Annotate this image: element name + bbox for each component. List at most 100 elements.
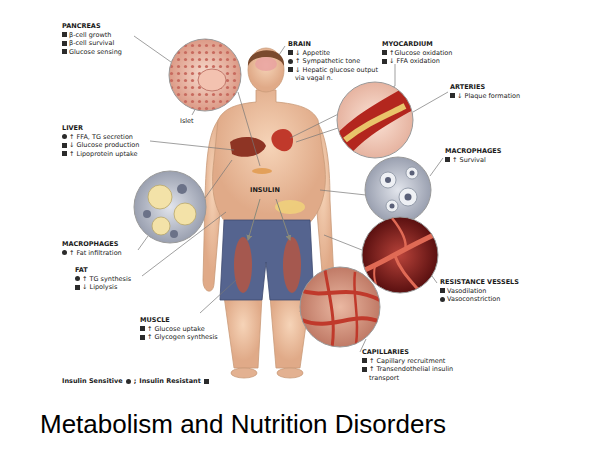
resistance-vessel-inset	[362, 217, 438, 293]
macrophage-inset	[365, 157, 431, 223]
artery-inset	[345, 106, 405, 140]
effect-label: Islet	[180, 117, 194, 126]
macrophage-inset	[365, 157, 431, 223]
right-thigh-muscle	[283, 237, 301, 293]
organ-heading: PANCREAS	[62, 22, 101, 31]
label-row: ↓ Plaque formation	[450, 92, 520, 101]
label-row: ↓ Appetite	[288, 49, 380, 58]
legend-text: Insulin Resistant	[139, 377, 201, 386]
fat-macrophage-inset	[143, 184, 196, 238]
resistant-marker	[288, 67, 293, 72]
resistant-marker	[362, 358, 367, 363]
effect-label: ↑ FFA, TG secretion	[69, 133, 133, 142]
torso	[213, 90, 326, 228]
capillary-inset	[300, 267, 380, 347]
fat-macrophage-inset	[174, 203, 196, 225]
effect-label: ↓ Appetite	[295, 49, 330, 58]
left-leg	[224, 296, 262, 368]
label-row: ↓ Lipolysis	[75, 283, 131, 292]
fat-macrophage-inset	[177, 184, 187, 194]
fat-macrophage-inset	[134, 171, 206, 243]
caption: Metabolism and Nutrition Disorders	[40, 409, 446, 439]
organ-heading: MACROPHAGES	[445, 147, 502, 156]
macrophage-inset	[410, 171, 415, 176]
label-row: ARTERIES	[450, 83, 520, 92]
leader-line	[200, 280, 236, 313]
sensitive-marker	[126, 379, 131, 384]
label-group: RESISTANCE VESSELSVasodilationVasoconstr…	[440, 278, 519, 304]
pancreas-organ	[252, 168, 272, 174]
artery-inset	[337, 82, 413, 158]
label-row: ↑ TG synthesis	[75, 275, 131, 284]
effect-label: ↑ Glycogen synthesis	[147, 333, 218, 342]
sensitive-marker	[62, 250, 67, 255]
effect-label: ↑ Lipoprotein uptake	[69, 150, 138, 159]
organ-heading: RESISTANCE VESSELS	[440, 278, 519, 287]
organ-heading: FAT	[75, 266, 88, 275]
pancreas-inset	[169, 39, 241, 111]
brain	[255, 57, 277, 71]
effect-label: ↑ TG synthesis	[82, 275, 131, 284]
organ-heading: BRAIN	[288, 40, 311, 49]
macrophage-inset	[406, 167, 418, 179]
effect-label: ↑ Sympathetic tone	[295, 57, 360, 66]
capillary-inset	[354, 272, 357, 345]
label-row: Glucose sensing	[62, 48, 122, 57]
label-row: FAT	[75, 266, 131, 275]
label-row: LIVER	[62, 124, 139, 133]
belly-fat	[275, 200, 305, 214]
label-group: MYOCARDIUM↑Glucose oxidation↓ FFA oxidat…	[382, 40, 452, 66]
sensitive-marker	[75, 276, 80, 281]
leader-line	[134, 36, 171, 62]
label-group: ARTERIES↓ Plaque formation	[450, 83, 520, 100]
effect-label: ↑ Capillary recruitment	[369, 357, 445, 366]
left-thigh-muscle	[234, 237, 252, 293]
label-row: β-cell survival	[62, 39, 122, 48]
resistance-vessel-inset	[362, 217, 438, 293]
resistance-vessel-inset	[392, 218, 406, 250]
label-row: MACROPHAGES	[445, 147, 502, 156]
resistant-marker	[382, 59, 387, 64]
resistant-marker	[140, 335, 145, 340]
fat-macrophage-inset	[148, 185, 172, 209]
macrophage-inset	[390, 204, 395, 209]
label-row: β-cell growth	[62, 31, 122, 40]
label-group: CAPILLARIES↑ Capillary recruitment↑ Tran…	[362, 348, 462, 382]
resistant-marker	[362, 367, 367, 372]
organ-heading: CAPILLARIES	[362, 348, 409, 357]
macrophage-inset	[386, 200, 398, 212]
label-group: BRAIN↓ Appetite↑ Sympathetic tone↓ Hepat…	[288, 40, 380, 83]
label-row: INSULIN	[250, 186, 280, 195]
capillary-inset	[300, 267, 380, 347]
label-row: ↑ Glucose uptake	[140, 325, 218, 334]
resistant-marker	[62, 41, 67, 46]
effect-label: ↑Glucose oxidation	[389, 49, 452, 58]
effect-label: β-cell survival	[69, 39, 114, 48]
organ-heading: MYOCARDIUM	[382, 40, 433, 49]
resistant-marker	[204, 379, 209, 384]
label-row: ↑ Survival	[445, 156, 502, 165]
label-row: ↓ FFA oxidation	[382, 57, 452, 66]
organ-heading: MACROPHAGES	[62, 240, 119, 249]
effect-label: Vasodilation	[447, 287, 486, 296]
organ-heading: INSULIN	[250, 186, 280, 195]
label-group: MUSCLE↑ Glucose uptake↑ Glycogen synthes…	[140, 316, 218, 342]
capillary-inset	[302, 318, 380, 323]
label-group: INSULIN	[250, 186, 280, 195]
macrophage-inset	[385, 177, 391, 183]
capillary-inset	[325, 270, 333, 348]
heart	[271, 129, 293, 151]
resistant-marker	[450, 93, 455, 98]
pancreas-inset	[169, 39, 241, 111]
leader-line	[296, 128, 338, 142]
leader-line	[324, 235, 362, 250]
effect-label: ↓ Plaque formation	[457, 92, 520, 101]
leader-line	[430, 158, 443, 176]
resistant-marker	[440, 288, 445, 293]
effect-label: ↑ Transendothelial insulin transport	[369, 365, 462, 382]
macrophage-inset	[405, 194, 412, 201]
label-row: ↑ Lipoprotein uptake	[62, 150, 139, 159]
effect-label: Vasoconstriction	[447, 295, 500, 304]
macrophage-inset	[380, 172, 396, 188]
capillary-inset	[300, 270, 380, 348]
